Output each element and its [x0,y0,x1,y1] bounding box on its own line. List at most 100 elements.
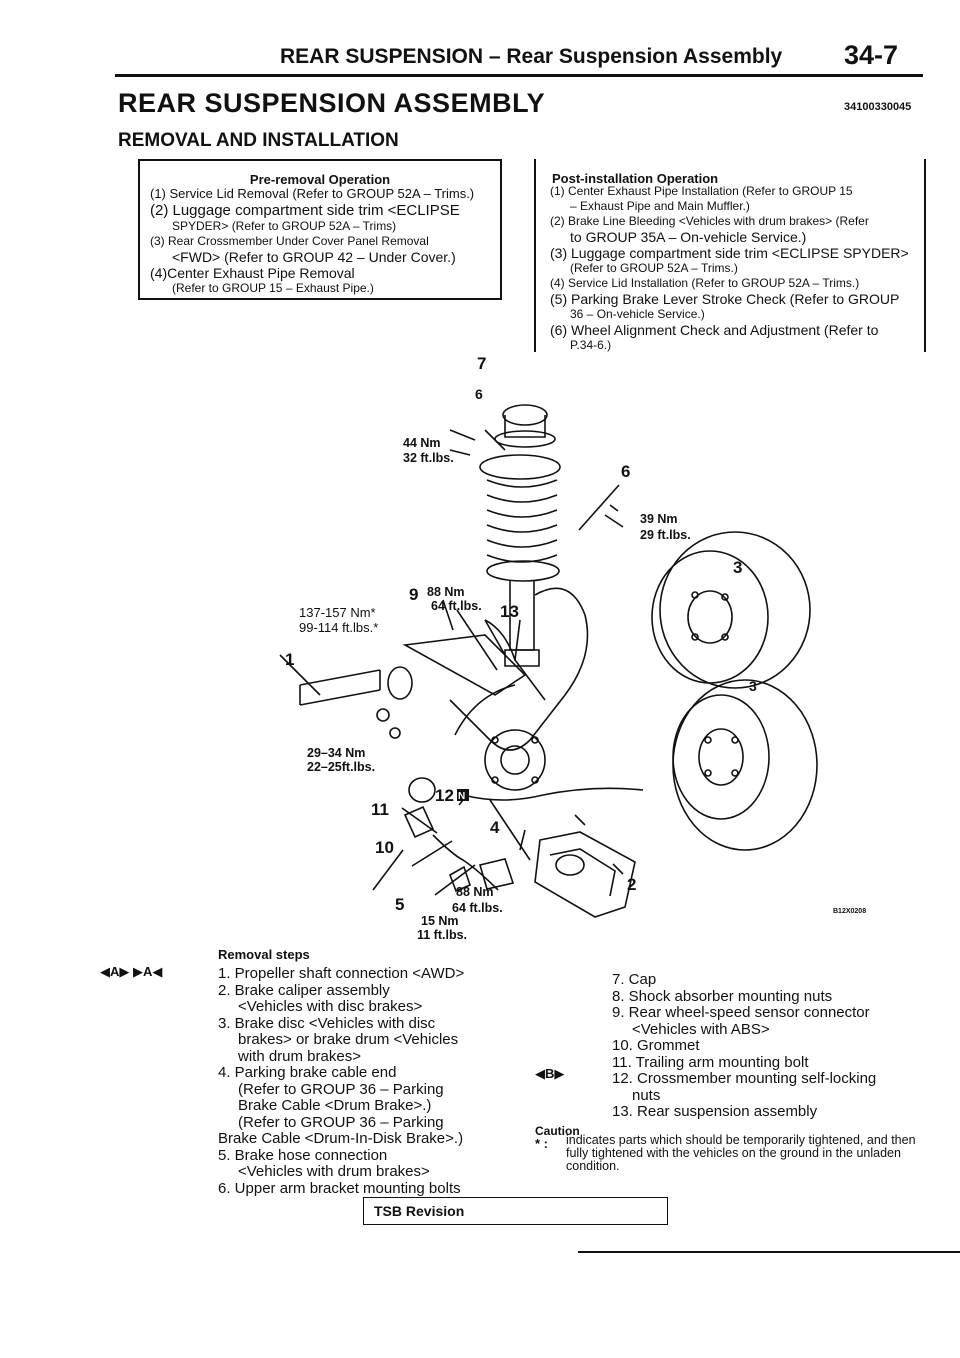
torque-nm: 88 Nm [456,885,494,899]
callout-10: 10 [375,838,394,857]
torque-nm: 39 Nm [640,512,678,526]
removal-steps-left: 1. Propeller shaft connection <AWD>2. Br… [218,965,528,1197]
document-code: 34100330045 [844,101,912,113]
trailing-arm [449,587,589,751]
post-installation-line: P.34-6.) [570,338,612,352]
removal-step-line: 5. Brake hose connection [218,1146,388,1164]
pre-removal-line: (4)Center Exhaust Pipe Removal [150,265,355,281]
torque-ftlbs: 99-114 ft.lbs.* [299,620,378,635]
wheel-hub [484,729,546,791]
removal-step-line: 6. Upper arm bracket mounting bolts [218,1179,461,1197]
removal-step-line: Brake Cable <Drum-In-Disk Brake>.) [218,1130,464,1147]
post-installation-box [534,159,926,352]
post-installation-line: – Exhaust Pipe and Main Muffler.) [570,199,750,213]
callout-12: 12 [435,786,454,805]
spring-seat [479,454,561,480]
caution-star: * : [535,1136,548,1151]
propeller-shaft [299,669,381,706]
post-installation-line: (1) Center Exhaust Pipe Installation (Re… [550,184,853,198]
service-point-b-marker: ◀B▶ [535,1066,565,1081]
removal-step-line: 4. Parking brake cable end [218,1064,397,1081]
footer-rule [578,1251,960,1253]
torque-nm: 44 Nm [403,436,441,450]
brake-drum [659,531,811,689]
removal-step-line: 11. Trailing arm mounting bolt [612,1053,809,1071]
post-installation-line: (2) Brake Line Bleeding <Vehicles with d… [550,214,869,228]
callout-7: 7 [477,355,486,373]
pre-removal-title: Pre-removal Operation [249,172,391,187]
page-number: 34-7 [844,40,899,70]
removal-step-line: 9. Rear wheel-speed sensor connector [612,1004,870,1021]
parking-brake-cable [462,787,644,801]
callout-11: 11 [371,800,389,819]
rear-suspension-exploded-diagram: 7 6 6 3 3 9 13 1 12 N 11 4 10 5 2 44 Nm … [279,355,866,942]
pre-removal-line: (1) Service Lid Removal (Refer to GROUP … [150,186,475,201]
removal-step-line: 2. Brake caliper assembly [218,981,390,999]
removal-step-line: <Vehicles with disc brakes> [238,998,423,1015]
removal-step-line: Brake Cable <Drum Brake>.) [238,1097,432,1114]
torque-nm: 88 Nm [427,585,465,599]
pre-removal-box [138,159,502,300]
torque-ftlbs: 22–25ft.lbs. [307,760,375,774]
callout-1: 1 [285,650,294,669]
header-rule [115,74,923,77]
header-title: REAR SUSPENSION – Rear Suspension Assemb… [280,45,783,68]
removal-step-line: (Refer to GROUP 36 – Parking [238,1080,444,1098]
post-installation-line: (6) Wheel Alignment Check and Adjustment… [550,322,879,338]
tsb-revision-box: TSB Revision [363,1197,668,1225]
torque-ftlbs: 11 ft.lbs. [417,928,467,942]
upper-mount [504,415,546,438]
post-installation-title: Post-installation Operation [552,171,719,186]
callout-3b: 3 [749,678,757,694]
torque-ftlbs: 64 ft.lbs. [452,901,503,915]
grommet [403,805,435,839]
removal-step-line: 12. Crossmember mounting self-locking [612,1070,877,1087]
post-installation-line: (3) Luggage compartment side trim <ECLIP… [550,245,909,261]
post-installation-line: to GROUP 35A – On-vehicle Service.) [570,229,807,245]
torque-ftlbs: 32 ft.lbs. [403,451,454,465]
removal-step-line: (Refer to GROUP 36 – Parking [238,1113,444,1131]
removal-steps-label: Removal steps [218,947,310,962]
figure-code: B12X0208 [833,908,866,915]
service-point-a-marker: ◀A▶ ▶A◀ [100,964,163,979]
removal-step-line: <Vehicles with ABS> [632,1020,770,1038]
post-installation-line: (Refer to GROUP 52A – Trims.) [570,261,738,275]
coil-spring [486,479,558,563]
caution-text: indicates parts which should be temporar… [566,1133,916,1173]
removal-step-line: 8. Shock absorber mounting nuts [612,987,833,1005]
nut-marker: N [458,791,465,802]
callout-6b: 6 [621,462,630,481]
removal-step-line: nuts [632,1086,661,1104]
torque-ftlbs: 64 ft.lbs. [431,599,482,613]
removal-step-line: brakes> or brake drum <Vehicles [238,1031,459,1048]
nut-marker-box [457,789,469,801]
pre-removal-line: (2) Luggage compartment side trim <ECLIP… [150,202,460,219]
removal-step-line: 3. Brake disc <Vehicles with disc [218,1014,436,1032]
cap-part [502,404,548,426]
diagram-artwork [279,404,818,918]
torque-ftlbs: 29 ft.lbs. [640,528,691,542]
section-title: REAR SUSPENSION ASSEMBLY [118,88,546,118]
torque-nm: 29–34 Nm [307,746,365,760]
post-installation-line: (5) Parking Brake Lever Stroke Check (Re… [550,291,900,307]
pre-removal-line: (3) Rear Crossmember Under Cover Panel R… [150,234,429,248]
pre-removal-line: <FWD> (Refer to GROUP 42 – Under Cover.) [172,249,456,265]
post-installation-list: (1) Center Exhaust Pipe Installation (Re… [550,184,920,353]
callout-6: 6 [475,386,483,402]
removal-step-line: with drum brakes> [238,1047,361,1065]
post-installation-line: 36 – On-vehicle Service.) [570,307,705,321]
crossmember [402,634,527,696]
callout-3: 3 [733,558,742,577]
pre-removal-line: SPYDER> (Refer to GROUP 52A – Trims) [172,219,397,233]
removal-step-line: 1. Propeller shaft connection <AWD> [218,965,465,982]
pre-removal-line: (Refer to GROUP 15 – Exhaust Pipe.) [172,281,374,295]
callout-5: 5 [395,895,404,914]
caution-label: Caution [535,1124,580,1138]
subsection-title: REMOVAL AND INSTALLATION [118,130,399,151]
brake-caliper [534,831,636,918]
callout-4: 4 [490,818,500,837]
removal-step-line: <Vehicles with drum brakes> [238,1163,430,1180]
removal-step-line: 10. Grommet [612,1037,700,1054]
post-installation-line: (4) Service Lid Installation (Refer to G… [550,276,860,290]
